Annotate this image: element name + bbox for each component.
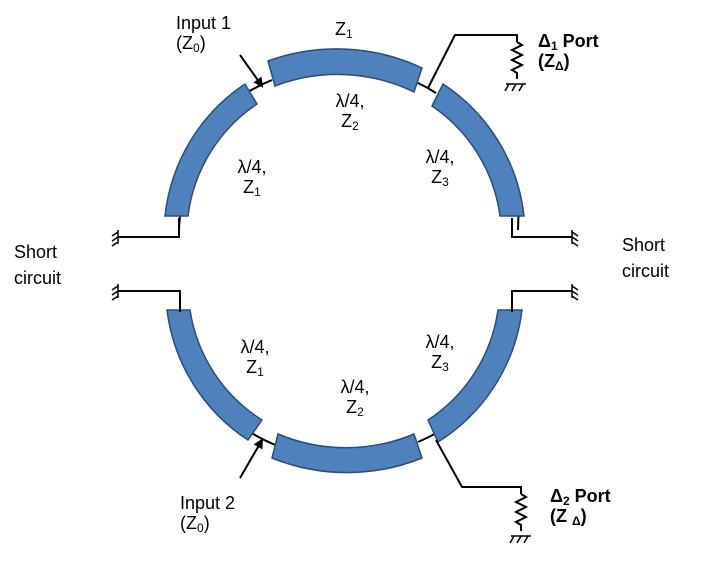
top-segment-left-label: λ/4, Z1	[237, 157, 267, 199]
short-left-bottom-wire	[118, 290, 181, 312]
top-segment-top	[267, 48, 423, 94]
port1-ground-icon	[504, 83, 526, 92]
input2-title: Input 2	[180, 493, 236, 513]
bottom-segment-bottom	[271, 432, 423, 474]
top-segment-left	[164, 82, 259, 217]
port1-line	[427, 34, 518, 89]
top-z1-label: Z1	[335, 19, 353, 41]
input2-arrow	[239, 438, 264, 479]
top-segment-right	[431, 82, 525, 217]
bottom-segment-right	[427, 309, 523, 444]
short-left-top-wire	[118, 218, 180, 238]
bottom-segment-left	[166, 309, 264, 442]
port2-line	[435, 439, 522, 494]
short-right-top-ground-icon	[571, 230, 579, 247]
short-left-top-ground-icon	[111, 230, 119, 247]
top-ring-connector-topright	[415, 81, 437, 94]
bottom-segment-bottom-label: λ/4, Z2	[340, 377, 370, 419]
port2-resistor	[513, 493, 529, 531]
bottom-segment-left-label: λ/4, Z1	[240, 337, 270, 379]
short-right-bottom-ground-icon	[571, 284, 579, 301]
input1-title: Input 1	[176, 13, 232, 33]
bottom-ring-connector-bottomleft	[249, 431, 279, 447]
input1-arrow	[239, 54, 264, 88]
bottom-segment-right-label: λ/4, Z3	[425, 332, 455, 374]
short-circuit-left-label: Short circuit	[14, 242, 62, 288]
input1-impedance: (Z0)	[176, 32, 206, 55]
top-segment-top-label: λ/4, Z2	[335, 91, 365, 133]
short-circuit-right-label: Short circuit	[622, 235, 670, 281]
input2-impedance: (Z0)	[180, 512, 210, 535]
short-right-bottom-wire	[511, 290, 572, 312]
port1-resistor	[509, 41, 525, 79]
short-right-top-wire	[511, 218, 572, 238]
top-segment-right-label: λ/4, Z3	[425, 147, 455, 189]
port1-label: Δ1 Port (ZΔ)	[538, 31, 599, 73]
short-left-bottom-ground-icon	[111, 284, 119, 301]
input1-label: Input 1 (Z0)	[176, 13, 232, 55]
input2-label: Input 2 (Z0)	[180, 493, 236, 535]
port2-label: Δ2 Port (Z Δ)	[550, 486, 611, 528]
port2-ground-icon	[509, 535, 531, 544]
